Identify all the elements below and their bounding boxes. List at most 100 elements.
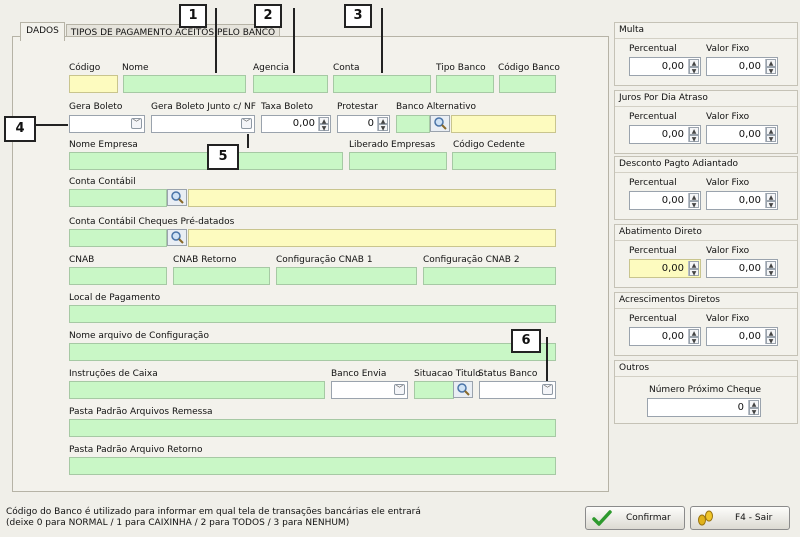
percentual-label: Percentual (629, 178, 677, 188)
juros-percentual-input[interactable]: 0,00▲▼ (629, 125, 701, 144)
percentual-label: Percentual (629, 112, 677, 122)
conta-contabil-name-field[interactable] (188, 189, 556, 207)
codigo-field[interactable] (69, 75, 118, 93)
chevron-down-icon[interactable]: ﹀ (131, 118, 142, 129)
sair-label: F4 - Sair (735, 513, 772, 523)
confirmar-label: Confirmar (626, 513, 671, 523)
conta-contabil-code-field[interactable] (69, 189, 167, 207)
banco-envia-select[interactable]: ﹀ (331, 381, 408, 399)
footer-line-1: Código do Banco é utilizado para informa… (6, 507, 421, 517)
spin-buttons[interactable]: ▲▼ (748, 400, 759, 415)
desconto-percentual-input[interactable]: 0,00▲▼ (629, 191, 701, 210)
multa-percentual-input[interactable]: 0,00 ▲▼ (629, 57, 701, 76)
conta-contabil-search-button[interactable] (167, 189, 187, 206)
config-cnab2-field[interactable] (423, 267, 556, 285)
banco-alternativo-code-field[interactable] (396, 115, 430, 133)
codigo-cedente-field[interactable] (452, 152, 556, 170)
situacao-titulo-field[interactable] (414, 381, 454, 399)
gera-boleto-junto-label: Gera Boleto Junto c/ NF (151, 102, 256, 112)
banco-alternativo-label: Banco Alternativo (396, 102, 476, 112)
value: 0 (738, 402, 744, 413)
nome-empresa-field[interactable] (69, 152, 343, 170)
instrucoes-caixa-field[interactable] (69, 381, 325, 399)
spin-buttons[interactable]: ▲▼ (765, 193, 776, 208)
pasta-retorno-label: Pasta Padrão Arquivo Retorno (69, 445, 202, 455)
codigo-banco-field[interactable] (499, 75, 556, 93)
sair-button[interactable]: F4 - Sair (690, 506, 790, 530)
spin-buttons[interactable]: ▲▼ (688, 127, 699, 142)
protestar-value: 0 (368, 118, 374, 129)
config-cnab1-field[interactable] (276, 267, 417, 285)
callout-4-line (36, 124, 68, 126)
callout-2-line (293, 8, 295, 73)
search-icon (454, 382, 472, 397)
codigo-label: Código (69, 63, 100, 73)
acrescimentos-valor-fixo-input[interactable]: 0,00▲▼ (706, 327, 778, 346)
gera-boleto-select[interactable]: ﹀ (69, 115, 145, 133)
instrucoes-caixa-label: Instruções de Caixa (69, 369, 158, 379)
chevron-down-icon[interactable]: ﹀ (542, 384, 553, 395)
tipo-banco-field[interactable] (436, 75, 494, 93)
search-icon (431, 116, 449, 131)
callout-3: 3 (344, 4, 372, 28)
gera-boleto-junto-select[interactable]: ﹀ (151, 115, 255, 133)
nome-empresa-label: Nome Empresa (69, 140, 138, 150)
spin-buttons[interactable]: ▲▼ (688, 59, 699, 74)
situacao-titulo-search-button[interactable] (453, 381, 473, 398)
liberado-empresas-field[interactable] (349, 152, 447, 170)
chevron-down-icon[interactable]: ﹀ (241, 118, 252, 129)
abatimento-percentual-input[interactable]: 0,00▲▼ (629, 259, 701, 278)
value: 0,00 (739, 263, 761, 274)
spin-buttons[interactable]: ▲▼ (688, 329, 699, 344)
value: 0,00 (662, 61, 684, 72)
valor-fixo-label: Valor Fixo (706, 44, 749, 54)
multa-valor-fixo-input[interactable]: 0,00▲▼ (706, 57, 778, 76)
cnab-field[interactable] (69, 267, 167, 285)
spin-buttons[interactable]: ▲▼ (765, 127, 776, 142)
local-pagamento-label: Local de Pagamento (69, 293, 160, 303)
numero-proximo-cheque-label: Número Próximo Cheque (649, 385, 761, 395)
confirmar-button[interactable]: Confirmar (585, 506, 685, 530)
chevron-down-icon[interactable]: ﹀ (394, 384, 405, 395)
conta-cheques-name-field[interactable] (188, 229, 556, 247)
acrescimentos-percentual-input[interactable]: 0,00▲▼ (629, 327, 701, 346)
pasta-remessa-field[interactable] (69, 419, 556, 437)
spin-buttons[interactable]: ▲▼ (377, 117, 388, 131)
nome-field[interactable] (123, 75, 246, 93)
protestar-input[interactable]: 0 ▲▼ (337, 115, 390, 133)
liberado-empresas-label: Liberado Empresas (349, 140, 435, 150)
pasta-retorno-field[interactable] (69, 457, 556, 475)
local-pagamento-field[interactable] (69, 305, 556, 323)
spin-buttons[interactable]: ▲▼ (318, 117, 329, 131)
callout-3-line (381, 8, 383, 73)
nome-arquivo-config-field[interactable] (69, 343, 556, 361)
agencia-field[interactable] (253, 75, 328, 93)
abatimento-valor-fixo-input[interactable]: 0,00 ▲▼ (706, 259, 778, 278)
conta-cheques-code-field[interactable] (69, 229, 167, 247)
desconto-valor-fixo-input[interactable]: 0,00▲▼ (706, 191, 778, 210)
cnab-retorno-field[interactable] (173, 267, 270, 285)
tab-dados[interactable]: DADOS (20, 22, 65, 41)
desconto-group: Desconto Pagto Adiantado Percentual Valo… (614, 156, 798, 220)
banco-alternativo-name-field[interactable] (451, 115, 556, 133)
banco-alternativo-search-button[interactable] (430, 115, 450, 132)
taxa-boleto-input[interactable]: 0,00 ▲▼ (261, 115, 331, 133)
spin-buttons[interactable]: ▲▼ (688, 261, 699, 276)
codigo-cedente-label: Código Cedente (453, 140, 525, 150)
spin-buttons[interactable]: ▲▼ (688, 193, 699, 208)
percentual-label: Percentual (629, 246, 677, 256)
numero-proximo-cheque-input[interactable]: 0 ▲▼ (647, 398, 761, 417)
status-banco-select[interactable]: ﹀ (479, 381, 556, 399)
codigo-banco-label: Código Banco (498, 63, 560, 73)
gera-boleto-label: Gera Boleto (69, 102, 122, 112)
valor-fixo-label: Valor Fixo (706, 178, 749, 188)
conta-cheques-search-button[interactable] (167, 229, 187, 246)
juros-valor-fixo-input[interactable]: 0,00▲▼ (706, 125, 778, 144)
conta-field[interactable] (333, 75, 431, 93)
multa-group: Multa Percentual Valor Fixo 0,00▲▼ 0,00▲… (614, 22, 798, 86)
spin-buttons[interactable]: ▲▼ (765, 261, 776, 276)
spin-buttons[interactable]: ▲▼ (765, 59, 776, 74)
callout-1: 1 (179, 4, 207, 28)
spin-buttons[interactable]: ▲▼ (765, 329, 776, 344)
callout-5: 5 (207, 144, 239, 170)
